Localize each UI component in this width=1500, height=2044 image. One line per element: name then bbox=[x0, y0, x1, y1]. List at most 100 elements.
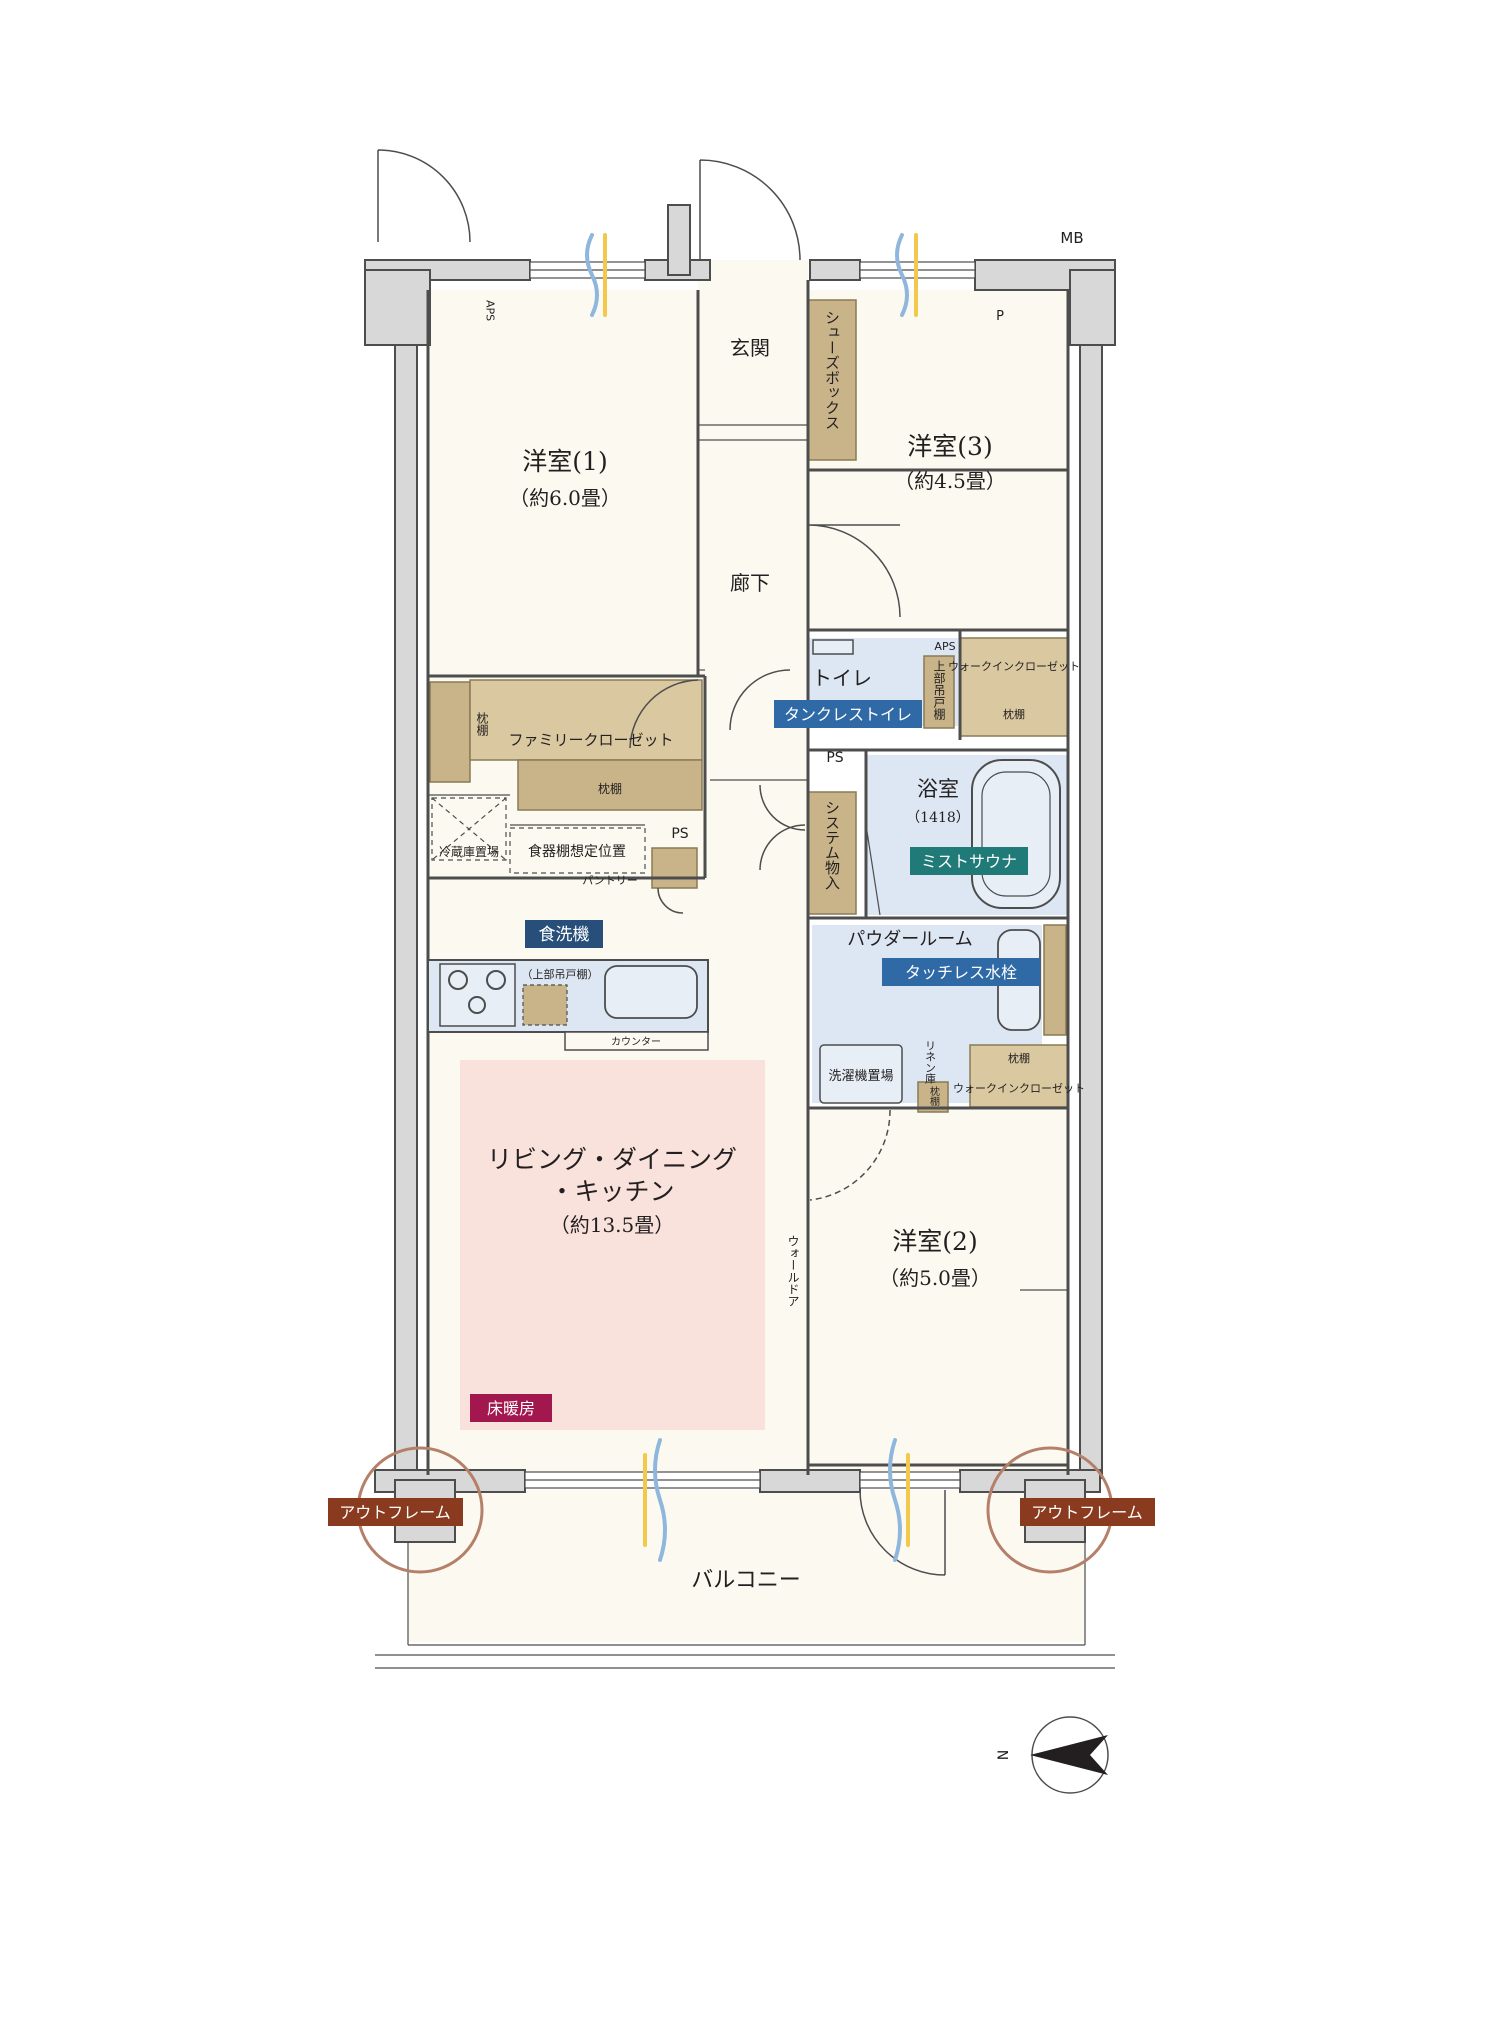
badge-tankless-toilet bbox=[774, 700, 922, 728]
entrance-label: 玄関 bbox=[730, 336, 770, 360]
pantry-label: パントリー bbox=[582, 874, 638, 887]
toilet-label: トイレ bbox=[812, 666, 872, 690]
room-labels: 洋室(1) （約6.0畳） 洋室(3) （約4.5畳） 洋室(2) （約5.0畳… bbox=[487, 336, 1006, 1593]
badge-outframe-left bbox=[328, 1498, 463, 1526]
kitchen-counter-front bbox=[564, 1031, 709, 1051]
ldk-highlight bbox=[460, 1060, 765, 1430]
bath-name: 浴室 bbox=[917, 777, 959, 801]
ps-marker-2: PS bbox=[826, 750, 843, 766]
kitchen-upper-cabinet: （上部吊戸棚） bbox=[522, 967, 599, 981]
washer bbox=[819, 1044, 903, 1104]
north-label: N bbox=[996, 1750, 1012, 1760]
door-toilet bbox=[729, 669, 791, 731]
p-marker: P bbox=[996, 309, 1004, 324]
powder-label: パウダールーム bbox=[847, 929, 972, 950]
doors bbox=[377, 149, 946, 1576]
western1-name: 洋室(1) bbox=[522, 447, 607, 476]
bathtub bbox=[971, 759, 1061, 909]
wall-door-label: ウォールドア bbox=[786, 1235, 800, 1307]
walk-in-closet-upper bbox=[959, 637, 1069, 737]
badge-outframe-left-text: アウトフレーム bbox=[339, 1503, 451, 1522]
wall-left-corner bbox=[364, 269, 431, 346]
counter-label: カウンター bbox=[611, 1036, 661, 1048]
pantry-box bbox=[651, 847, 698, 889]
door-western1 bbox=[629, 679, 699, 749]
western2-name: 洋室(2) bbox=[892, 1227, 977, 1256]
wic-upper-pillow: 枕棚 bbox=[1003, 707, 1025, 721]
family-pillow-shelf-v: 枕棚 bbox=[475, 711, 489, 737]
wic-lower-pillow: 枕棚 bbox=[1008, 1051, 1030, 1065]
badge-floor-heating bbox=[470, 1394, 552, 1422]
western1-size: （約6.0畳） bbox=[509, 486, 621, 510]
badges: 食洗機 タンクレストイレ ミストサウナ タッチレス水栓 床暖房 アウトフレーム … bbox=[328, 700, 1155, 1526]
family-closet-main bbox=[469, 679, 703, 761]
wic-lower-label: ウォークインクローゼット bbox=[953, 1082, 1085, 1095]
balcony-floor bbox=[408, 1490, 1086, 1642]
door-balcony bbox=[859, 1489, 946, 1576]
thin-lines bbox=[375, 424, 1115, 1669]
aps-marker-left: APS bbox=[484, 300, 497, 321]
burner-icon bbox=[448, 970, 468, 990]
airflow-icon bbox=[653, 1438, 667, 1562]
badge-dishwasher-text: 食洗機 bbox=[539, 925, 590, 945]
wall-top-right bbox=[809, 259, 861, 281]
airflow bbox=[585, 233, 918, 1562]
kitchen bbox=[427, 959, 709, 1051]
fridge-area bbox=[431, 797, 646, 874]
ldk-name-line1: リビング・ダイニング bbox=[487, 1145, 737, 1174]
burner-icon bbox=[468, 996, 486, 1014]
ldk-name-line2: ・キッチン bbox=[549, 1177, 674, 1206]
door-western3 bbox=[807, 524, 901, 618]
airflow-icon bbox=[895, 233, 909, 317]
shoe-box-label: シューズボックス bbox=[823, 310, 841, 430]
markers: PS PS APS APS P MB bbox=[484, 229, 1084, 842]
compass: N bbox=[996, 1716, 1109, 1794]
badge-mist-sauna bbox=[910, 847, 1028, 875]
shoe-box bbox=[807, 299, 857, 461]
western2-floor bbox=[808, 1110, 1068, 1475]
door-top-left bbox=[377, 149, 471, 243]
floor-areas bbox=[408, 260, 1086, 1642]
sink bbox=[604, 965, 698, 1019]
wall-right bbox=[1079, 279, 1103, 1479]
badge-touchless-faucet bbox=[882, 958, 1040, 986]
western1-floor bbox=[428, 290, 698, 675]
north-arrow-icon bbox=[1030, 1735, 1108, 1775]
western2-size: （約5.0畳） bbox=[879, 1266, 991, 1290]
small-pillow-shelf: 枕棚 bbox=[928, 1085, 940, 1107]
family-closet-left bbox=[429, 681, 471, 783]
badge-outframe-right-text: アウトフレーム bbox=[1031, 1503, 1143, 1522]
system-storage bbox=[807, 791, 857, 915]
ldk-size: （約13.5畳） bbox=[550, 1213, 675, 1237]
badge-mist-sauna-text: ミストサウナ bbox=[921, 852, 1017, 871]
badge-outframe-right bbox=[1020, 1498, 1155, 1526]
fridge-label: 冷蔵庫置場 bbox=[439, 845, 499, 859]
mb-marker: MB bbox=[1060, 229, 1083, 247]
toilet-tank bbox=[812, 639, 854, 655]
western3-name: 洋室(3) bbox=[907, 432, 992, 461]
wall-left bbox=[394, 279, 418, 1479]
toilet-upper-cabinet bbox=[923, 655, 955, 729]
dish-rack-label: 食器棚想定位置 bbox=[528, 843, 626, 860]
badge-floor-heating-text: 床暖房 bbox=[487, 1399, 535, 1418]
walk-in-closet-lower bbox=[969, 1044, 1069, 1108]
aps-marker: APS bbox=[934, 640, 955, 653]
storage-areas bbox=[429, 299, 1069, 1113]
airflow-icon bbox=[888, 1438, 902, 1562]
storage-labels: シューズボックス ファミリークローゼット 枕棚 枕棚 冷蔵庫置場 食器棚想定位置… bbox=[439, 310, 1085, 1307]
door-western2 bbox=[809, 1109, 891, 1201]
bathtub-inner bbox=[981, 771, 1051, 897]
balcony-label: バルコニー bbox=[691, 1568, 801, 1593]
badge-tankless-toilet-text: タンクレストイレ bbox=[784, 705, 912, 724]
ps-marker: PS bbox=[671, 826, 688, 842]
partitions bbox=[426, 280, 1070, 1475]
family-closet-label: ファミリークローゼット bbox=[508, 731, 673, 749]
wall-door-stub bbox=[667, 204, 691, 276]
badge-dishwasher bbox=[525, 920, 603, 948]
hallway-label: 廊下 bbox=[730, 571, 770, 595]
door-system bbox=[759, 784, 806, 871]
airflow-icon bbox=[585, 233, 599, 317]
linen-label: リネン庫 bbox=[924, 1040, 937, 1085]
toilet-upper-cabinet-label: 上部吊戸棚 bbox=[932, 660, 946, 721]
